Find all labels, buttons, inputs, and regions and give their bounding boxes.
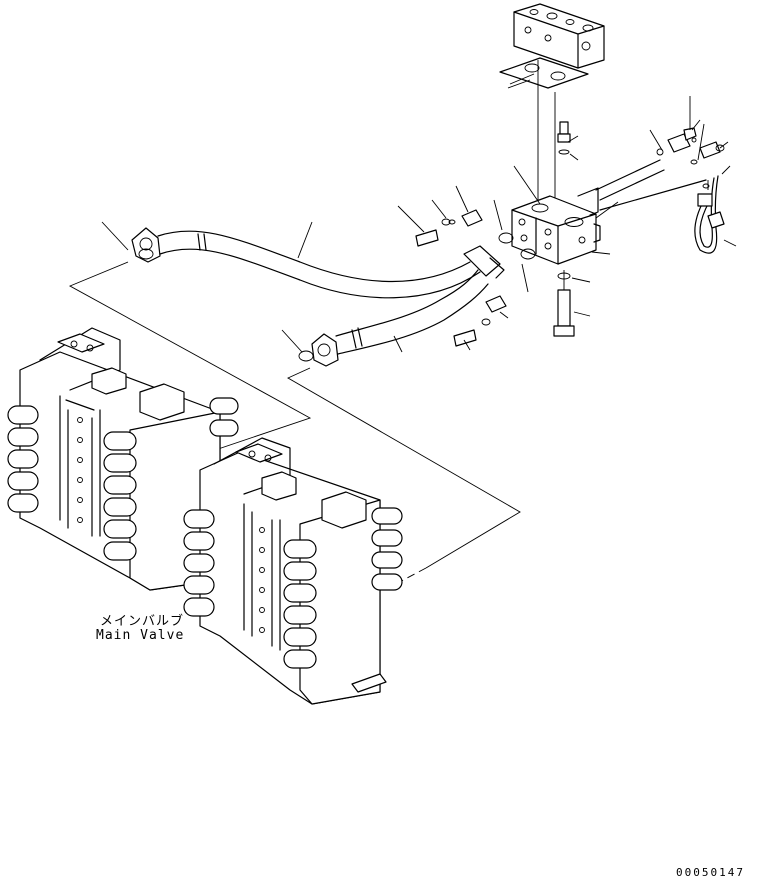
main-valve-right — [183, 437, 403, 705]
plug-fitting — [557, 121, 571, 155]
pilot-line-assembly — [595, 127, 725, 254]
block-bolt — [553, 270, 575, 337]
left-spool-caps — [7, 397, 239, 561]
gasket-plate — [499, 57, 589, 200]
main-valve-left — [7, 327, 239, 591]
main-valve-label-jp: メインバルブ — [100, 614, 185, 629]
lower-hose — [311, 269, 489, 367]
right-port-holes — [259, 527, 265, 633]
main-valve-label-en: Main Valve — [96, 628, 185, 643]
right-spool-caps — [183, 507, 403, 669]
hose-clamps — [138, 209, 536, 362]
leader-lines — [101, 73, 737, 353]
junction-block — [511, 187, 601, 265]
top-manifold-block — [513, 3, 605, 69]
illustration-code: 00050147 — [676, 866, 745, 879]
upper-hose — [131, 227, 505, 299]
left-port-holes — [77, 417, 83, 523]
